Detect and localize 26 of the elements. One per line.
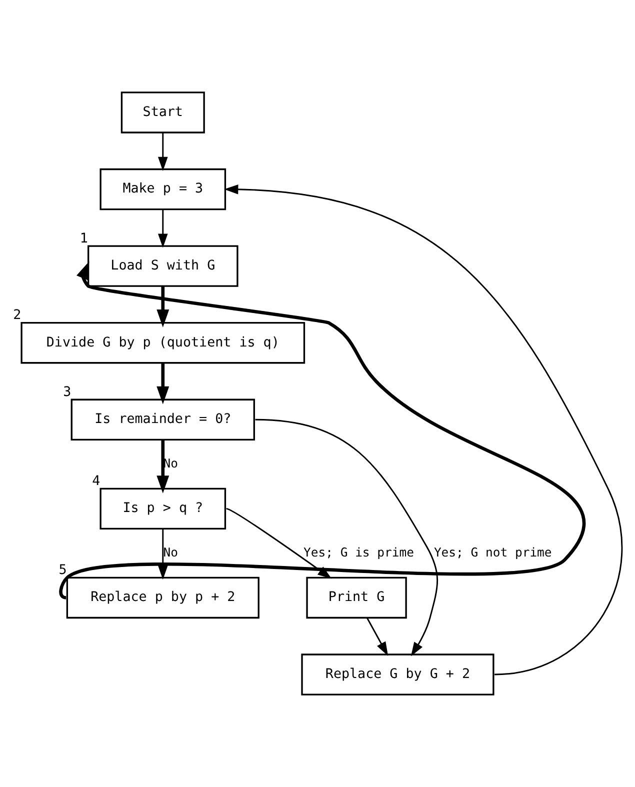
edge-label: Yes; G not prime: [434, 545, 552, 560]
arrow: [224, 184, 622, 676]
node-label: 3: [63, 384, 72, 400]
arrow: [255, 418, 438, 656]
node-box: Divide G by p (quotient is q): [20, 322, 306, 364]
node-label: 2: [13, 308, 22, 324]
arrow: [158, 529, 168, 580]
node-box: Make p = 3: [100, 168, 226, 210]
arrow: [156, 286, 170, 328]
arrow: [158, 132, 168, 171]
node-label: 5: [58, 562, 67, 578]
arrow: [156, 363, 170, 404]
node-label: 1: [80, 231, 88, 246]
edge-label: No: [163, 545, 178, 560]
node-box: Replace p by p + 2: [66, 576, 260, 619]
arrow: [158, 210, 168, 248]
edge-label: Yes; G is prime: [304, 545, 414, 560]
arrow: [156, 440, 170, 494]
node-box: Replace G by G + 2: [301, 654, 494, 696]
node-box: Is p > q ?: [100, 488, 226, 530]
node-box: Start: [120, 92, 205, 134]
node-label: 4: [92, 474, 100, 489]
node-box: Is remainder = 0?: [70, 398, 255, 441]
node-box: Print G: [306, 576, 407, 619]
node-box: Load S with G: [88, 245, 238, 287]
arrow: [366, 618, 388, 656]
